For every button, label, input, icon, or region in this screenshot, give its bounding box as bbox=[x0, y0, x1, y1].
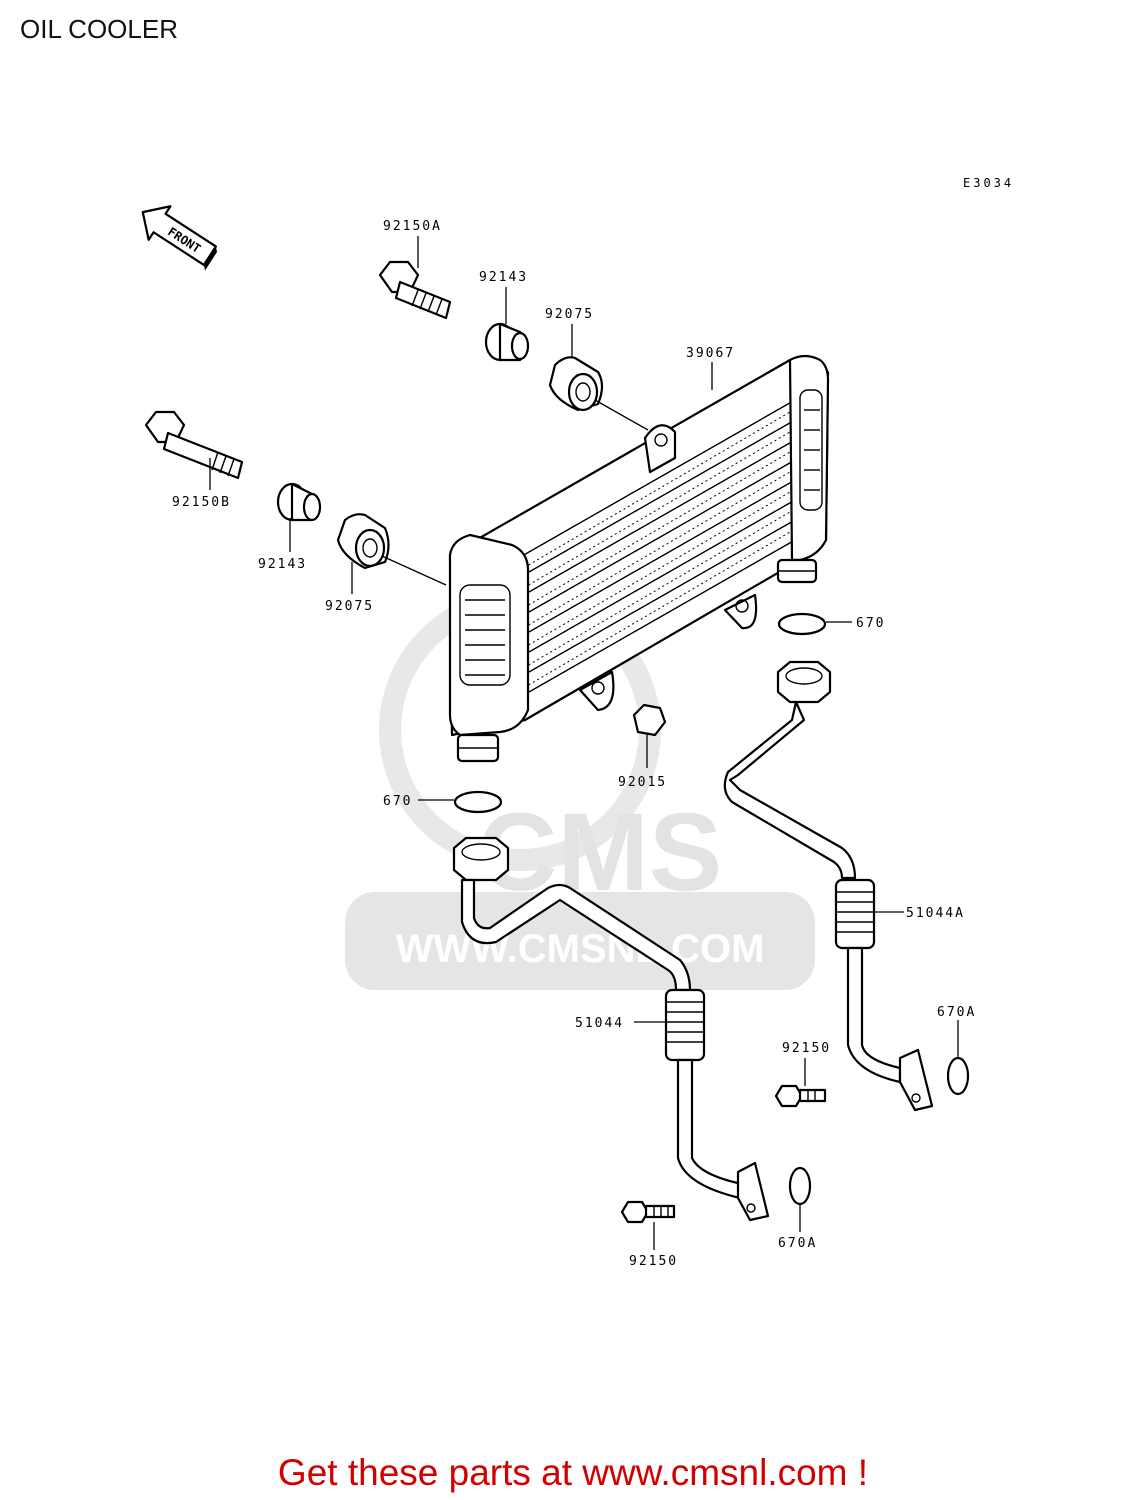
watermark-url-text: WWW.CMSNL.COM bbox=[396, 927, 765, 971]
o-ring-670a-bottom bbox=[788, 1166, 812, 1206]
callout-92150-right: 92150 bbox=[782, 1041, 831, 1056]
callout-92075-top: 92075 bbox=[545, 307, 594, 322]
grommet-92075-left bbox=[336, 513, 390, 570]
bolt-92150-right bbox=[774, 1084, 827, 1108]
collar-92143-top bbox=[484, 322, 530, 362]
o-ring-670a-right bbox=[946, 1056, 970, 1096]
o-ring-670-right bbox=[777, 612, 827, 636]
callout-670a-bottom: 670A bbox=[778, 1236, 817, 1251]
collar-92143-left bbox=[276, 482, 322, 522]
page-title: OIL COOLER bbox=[20, 14, 178, 44]
oil-pipe-51044a bbox=[723, 660, 934, 1112]
callout-39067: 39067 bbox=[686, 346, 735, 361]
bolt-92150-bottom bbox=[620, 1200, 676, 1224]
callout-92150a: 92150A bbox=[383, 219, 442, 234]
callout-leader-lines bbox=[209, 236, 959, 1250]
callout-92015: 92015 bbox=[618, 775, 667, 790]
o-ring-670-left bbox=[453, 790, 503, 814]
callout-670a-right: 670A bbox=[937, 1005, 976, 1020]
bolt-92150a bbox=[378, 260, 452, 320]
callout-92143-left: 92143 bbox=[258, 557, 307, 572]
callout-670-right: 670 bbox=[856, 616, 885, 631]
footer-cta: Get these parts at www.cmsnl.com ! bbox=[277, 1452, 869, 1493]
diagram-reference-code: E3034 bbox=[963, 176, 1015, 190]
front-direction-arrow: FRONT bbox=[141, 205, 218, 271]
callout-670-left: 670 bbox=[383, 794, 412, 809]
callout-92150b: 92150B bbox=[172, 495, 231, 510]
oil-cooler-radiator bbox=[448, 354, 830, 763]
callout-51044: 51044 bbox=[575, 1016, 624, 1031]
oil-pipe-51044 bbox=[452, 836, 770, 1222]
callout-51044a: 51044A bbox=[906, 906, 965, 921]
nut-92015 bbox=[632, 703, 667, 737]
callout-92075-left: 92075 bbox=[325, 599, 374, 614]
bolt-92150b bbox=[144, 410, 244, 480]
callout-92150-bottom: 92150 bbox=[629, 1254, 678, 1269]
watermark-cms-text: CMS bbox=[478, 791, 722, 914]
grommet-92075-top bbox=[548, 356, 604, 412]
callout-92143-top: 92143 bbox=[479, 270, 528, 285]
exploded-parts-diagram: CMS WWW.CMSNL.COM FRONT bbox=[141, 205, 976, 1269]
